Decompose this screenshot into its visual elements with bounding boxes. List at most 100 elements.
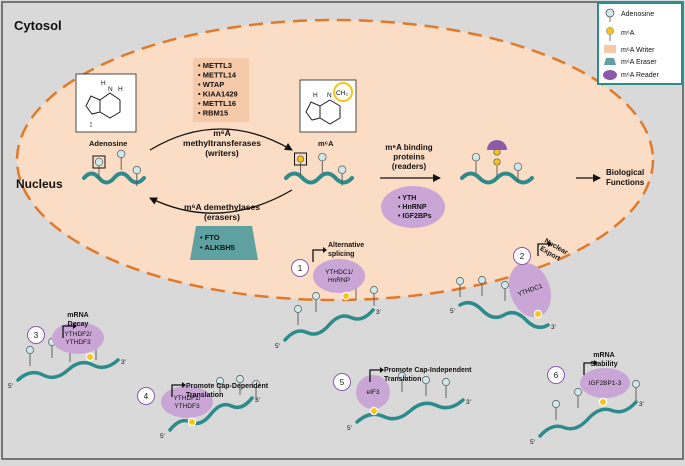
rna-strand bbox=[82, 171, 146, 185]
writer-symbol bbox=[604, 45, 616, 53]
adenosine-nucleotide bbox=[294, 305, 302, 313]
function-number: 3 bbox=[34, 331, 39, 340]
function-title: Translation bbox=[384, 376, 421, 383]
rna-strand bbox=[16, 358, 120, 382]
legend-label: m⁶A Reader bbox=[621, 72, 660, 79]
five-prime-label: 5' bbox=[275, 343, 280, 350]
writers-caption-line: methyltransferases bbox=[183, 138, 261, 148]
amine-n-label: N bbox=[108, 86, 113, 93]
adenosine-nucleotide bbox=[501, 281, 509, 289]
bent-arrow bbox=[62, 325, 73, 338]
adenosine-nucleotide bbox=[132, 165, 141, 175]
writers-box bbox=[193, 58, 249, 122]
legend-label: m⁶A Writer bbox=[621, 47, 655, 54]
function-title: Decay bbox=[68, 321, 89, 328]
highlight-box bbox=[294, 152, 308, 166]
writer-item: • METTL3 bbox=[198, 61, 232, 70]
adenosine-nucleotide bbox=[513, 162, 523, 171]
readers-box bbox=[381, 186, 445, 228]
reader-item: • YTH bbox=[398, 195, 416, 202]
legend-item-adenosine: Adenosine bbox=[605, 8, 654, 22]
erasers-caption-line: m⁶A demethylases bbox=[184, 202, 260, 212]
adenosine-nucleotide bbox=[318, 153, 327, 162]
five-prime-label: 5' bbox=[160, 433, 165, 440]
writer-item: • METTL14 bbox=[198, 71, 237, 80]
legend-item-writer: m⁶A Writer bbox=[604, 45, 655, 54]
amine-h-label: H bbox=[313, 92, 318, 99]
legend: Adenosine m⁶A m⁶A Writer m⁶A Eraser m⁶A … bbox=[597, 2, 683, 85]
writers-caption-line: (writers) bbox=[205, 148, 239, 158]
functions-layer: 5' 3' YTHDC1/HnRNP 1 Alternative splicing 5'3'… bbox=[8, 238, 644, 446]
writer-item: • KIAA1429 bbox=[198, 90, 238, 99]
m6a-nucleotide bbox=[187, 417, 197, 427]
methyl-highlight bbox=[333, 82, 353, 102]
m6a-structure: H N CH₃ bbox=[299, 79, 357, 133]
adenosine-nucleotide bbox=[478, 276, 486, 284]
reader-protein bbox=[52, 322, 104, 354]
function-number-badge bbox=[137, 387, 155, 405]
adenosine-nucleotide bbox=[574, 388, 582, 396]
legend-label: Adenosine bbox=[621, 11, 654, 18]
purine-ring bbox=[305, 99, 341, 125]
rna-adenosine bbox=[82, 149, 146, 187]
adenosine-nucleotide bbox=[422, 376, 430, 384]
writer-item: • WTAP bbox=[198, 80, 224, 89]
amine-h-label: H bbox=[118, 86, 123, 93]
five-prime-label: 5' bbox=[450, 308, 455, 315]
m6a-nucleotide bbox=[493, 158, 501, 166]
function-number-badge bbox=[27, 326, 45, 344]
adenosine-symbol bbox=[605, 8, 615, 18]
function-title: mRNA bbox=[593, 352, 614, 359]
writer-item: • METTL16 bbox=[198, 99, 236, 108]
five-prime-label: 5' bbox=[8, 383, 13, 390]
m6a-structure-box bbox=[299, 79, 357, 133]
writers-list: • METTL3• METTL14• WTAP• KIAA1429• METTL… bbox=[198, 61, 238, 118]
eraser-item: • FTO bbox=[200, 233, 220, 242]
adenosine-nucleotide bbox=[370, 286, 378, 294]
bent-arrow bbox=[583, 362, 594, 375]
arrow-head bbox=[380, 367, 384, 373]
highlight-box bbox=[92, 155, 106, 169]
adenosine-nucleotide bbox=[632, 380, 640, 388]
rna-strand bbox=[538, 400, 638, 438]
reader-protein-label: eIF3 bbox=[366, 389, 379, 396]
bent-arrow bbox=[537, 243, 548, 256]
reader-protein bbox=[580, 368, 630, 398]
function-title: Translation bbox=[186, 392, 223, 399]
three-prime-label: 3' bbox=[466, 399, 471, 406]
adenosine-nucleotide bbox=[252, 380, 260, 388]
bound-reader bbox=[487, 140, 507, 150]
reader-protein-label: HnRNP bbox=[328, 277, 350, 284]
arrow-head bbox=[323, 247, 327, 253]
nucleus-label: Nucleus bbox=[16, 177, 63, 191]
reader-symbol bbox=[603, 70, 617, 80]
function-title: Alternative bbox=[328, 242, 364, 249]
amine-n-label: N bbox=[327, 92, 332, 99]
function-number: 1 bbox=[298, 264, 303, 273]
writer-item: • RBM15 bbox=[198, 109, 228, 118]
reader-protein-label: YTHDC1/ bbox=[325, 269, 353, 276]
function-title: splicing bbox=[328, 251, 354, 258]
adenosine-nucleotide bbox=[456, 277, 464, 285]
m6a-label: m⁶A bbox=[318, 139, 334, 148]
function-number: 6 bbox=[554, 371, 559, 380]
legend-item-reader: m⁶A Reader bbox=[603, 70, 660, 80]
bent-arrow bbox=[369, 369, 380, 382]
reader-protein bbox=[161, 386, 213, 418]
readers-caption-line: m⁶A binding bbox=[385, 143, 432, 152]
function-number-badge bbox=[547, 366, 565, 384]
adenosine-nucleotide bbox=[442, 378, 450, 386]
rna-strand bbox=[284, 171, 354, 185]
reader-protein bbox=[313, 259, 365, 293]
legend-label: m⁶A Eraser bbox=[621, 59, 657, 66]
writers-arrow bbox=[149, 128, 293, 151]
biological-functions-line: Functions bbox=[606, 178, 645, 187]
